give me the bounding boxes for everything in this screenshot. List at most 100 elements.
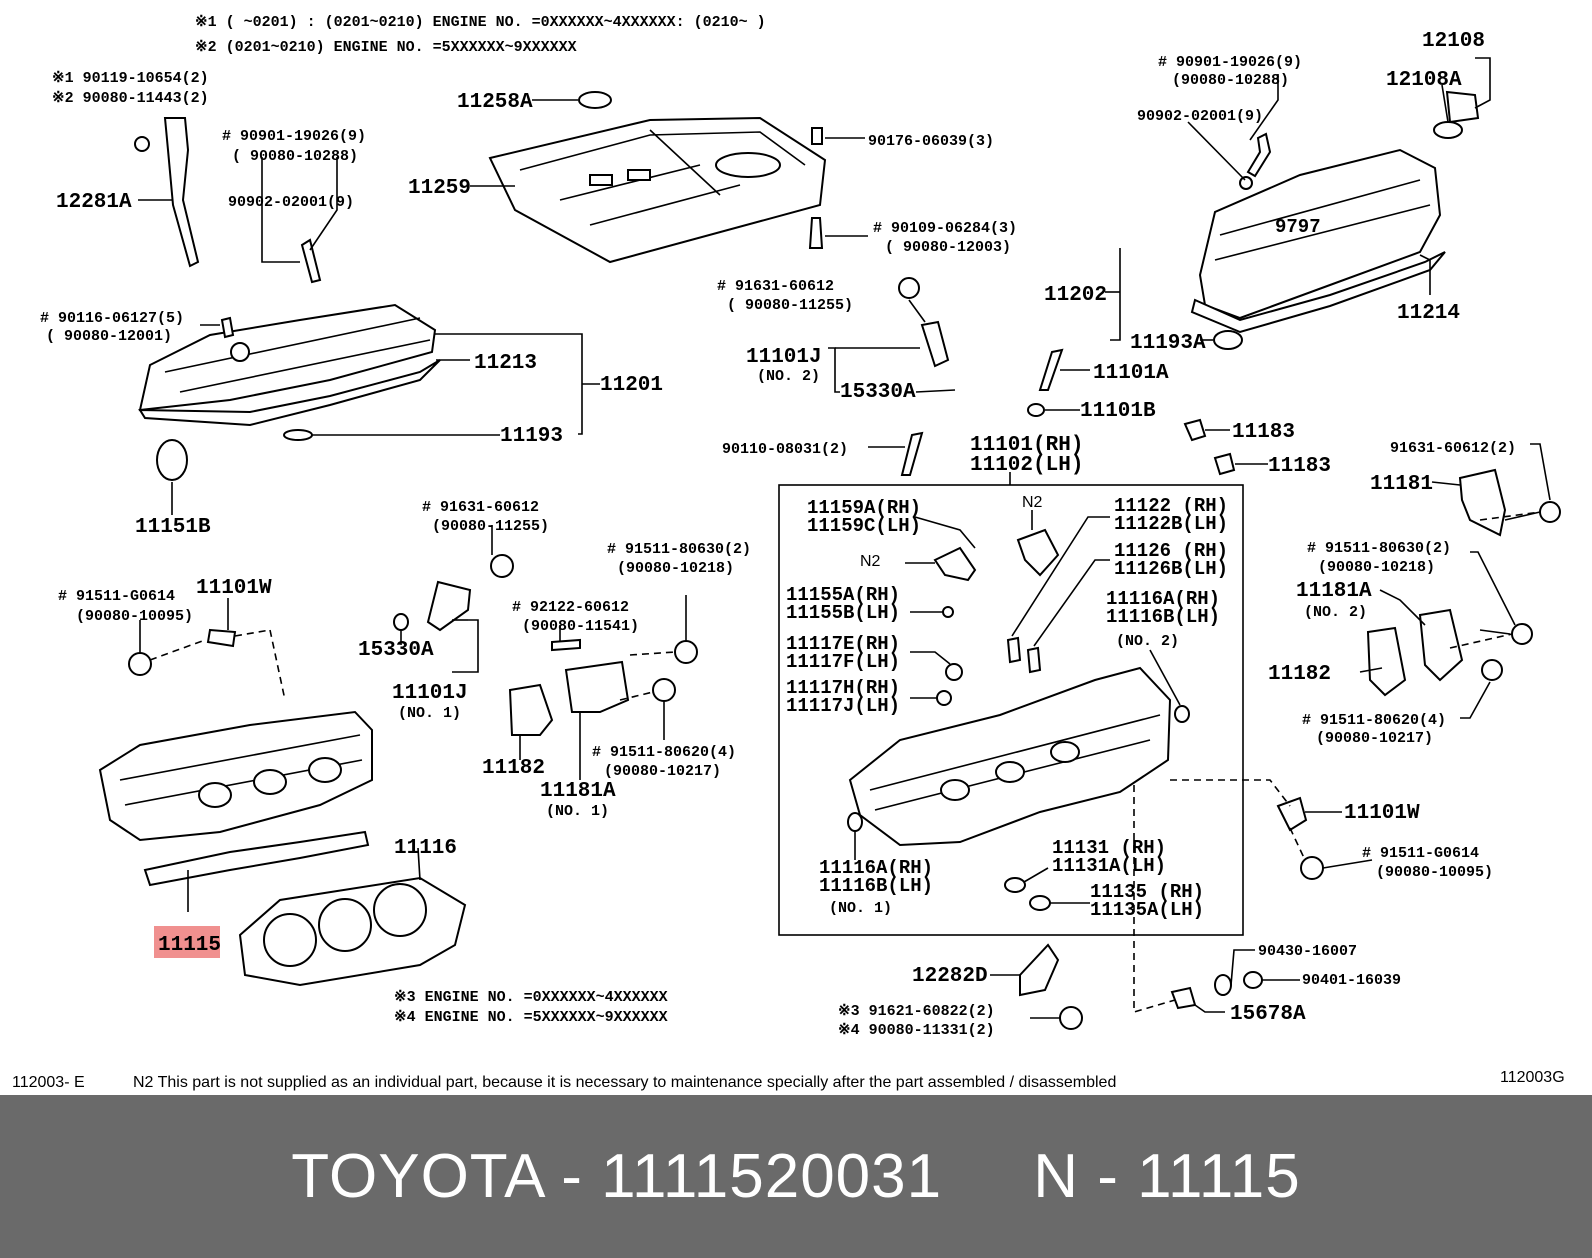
highlight-11115 — [154, 926, 220, 958]
plug-15678A — [1170, 986, 1197, 1010]
svg-text:11116B(LH): 11116B(LH) — [819, 875, 933, 897]
svg-text:(NO. 2): (NO. 2) — [757, 368, 820, 385]
rh-lh-head-assembly-box — [778, 484, 1244, 936]
svg-text:(NO. 2): (NO. 2) — [1304, 604, 1367, 621]
svg-text:(90080-10218): (90080-10218) — [617, 560, 734, 577]
svg-text:( 90080-12001): ( 90080-12001) — [46, 328, 172, 345]
svg-text:# 91511-80630(2): # 91511-80630(2) — [607, 541, 751, 558]
svg-text:91631-60612(2): 91631-60612(2) — [1390, 440, 1516, 457]
svg-text:11101A: 11101A — [1093, 362, 1169, 385]
svg-text:※2 90080-11443(2): ※2 90080-11443(2) — [52, 90, 209, 107]
svg-text:(NO. 2): (NO. 2) — [1116, 633, 1179, 650]
svg-text:11202: 11202 — [1044, 284, 1107, 307]
svg-text:( 90080-10288): ( 90080-10288) — [232, 148, 358, 165]
svg-text:(90080-11541): (90080-11541) — [522, 618, 639, 635]
gasket-11193A — [1213, 330, 1243, 350]
oil-cap-11258A — [578, 91, 612, 109]
svg-text:# 91631-60612: # 91631-60612 — [717, 278, 834, 295]
bracket-11181A-no2 — [1418, 608, 1464, 682]
svg-text:11193: 11193 — [500, 425, 563, 448]
svg-text:11259: 11259 — [408, 177, 471, 200]
svg-text:(90080-10095): (90080-10095) — [76, 608, 193, 625]
oring-15330A-mid — [393, 613, 409, 631]
svg-text:(NO. 1): (NO. 1) — [398, 705, 461, 722]
bolt-b-1 — [898, 277, 920, 299]
svg-text:15330A: 15330A — [840, 381, 916, 404]
head-cover-11202: 9797 — [1190, 148, 1446, 334]
svg-text:11183: 11183 — [1268, 455, 1331, 478]
svg-text:(90080-10217): (90080-10217) — [604, 763, 721, 780]
svg-text:11117H(RH): 11117H(RH) — [786, 677, 900, 699]
svg-text:# 90901-19026(9): # 90901-19026(9) — [1158, 54, 1302, 71]
cylinder-head-right — [848, 666, 1172, 847]
sensor-11101J-no2 — [920, 320, 950, 368]
header-note-1: ※1 ( ~0201) : (0201~0210) ENGINE NO. =0X… — [195, 14, 766, 31]
svg-text:11116A(RH): 11116A(RH) — [1106, 588, 1220, 610]
svg-text:N2: N2 — [1022, 494, 1043, 511]
gasket-11115 — [143, 830, 370, 887]
svg-text:※4 90080-11331(2): ※4 90080-11331(2) — [838, 1022, 995, 1039]
svg-text:11182: 11182 — [1268, 663, 1331, 686]
svg-text:※1 90119-10654(2): ※1 90119-10654(2) — [52, 70, 209, 87]
svg-text:# 91631-60612: # 91631-60612 — [422, 499, 539, 516]
bolt-90902-right — [1246, 132, 1272, 178]
part-number-banner: TOYOTA - 1111520031 N - 11115 — [0, 1095, 1592, 1258]
svg-text:11181A: 11181A — [540, 780, 616, 803]
svg-text:# 90116-06127(5): # 90116-06127(5) — [40, 310, 184, 327]
svg-text:11214: 11214 — [1397, 302, 1460, 325]
svg-text:※3 ENGINE NO. =0XXXXXX~4XXXXXX: ※3 ENGINE NO. =0XXXXXX~4XXXXXX — [394, 989, 668, 1006]
bolt-90902-left — [300, 238, 322, 284]
header-note-2: ※2 (0201~0210) ENGINE NO. =5XXXXXX~9XXXX… — [195, 39, 577, 56]
svg-text:# 91511-80630(2): # 91511-80630(2) — [1307, 540, 1451, 557]
svg-text:11131A(LH): 11131A(LH) — [1052, 855, 1166, 877]
svg-text:15330A: 15330A — [358, 639, 434, 662]
parts-diagram: ※1 ( ~0201) : (0201~0210) ENGINE NO. =0X… — [12, 14, 1565, 1091]
svg-text:11117E(RH): 11117E(RH) — [786, 633, 900, 655]
svg-text:11183: 11183 — [1232, 421, 1295, 444]
svg-text:11122B(LH): 11122B(LH) — [1114, 513, 1228, 535]
stud-92122 — [551, 638, 581, 652]
svg-text:90401-16039: 90401-16039 — [1302, 972, 1401, 989]
svg-text:90902-02001(9): 90902-02001(9) — [1137, 108, 1263, 125]
svg-text:# 90901-19026(9): # 90901-19026(9) — [222, 128, 366, 145]
nut-90901-right — [1239, 176, 1253, 190]
grommet-90176 — [811, 127, 823, 145]
svg-text:11159C(LH): 11159C(LH) — [807, 515, 921, 537]
svg-text:11101B: 11101B — [1080, 400, 1156, 423]
svg-text:( 90080-11255): ( 90080-11255) — [727, 297, 853, 314]
part-number-text: TOYOTA - 1111520031 N - 11115 — [291, 1142, 1301, 1211]
svg-text:11116B(LH): 11116B(LH) — [1106, 606, 1220, 628]
svg-text:11193A: 11193A — [1130, 332, 1206, 355]
svg-text:11258A: 11258A — [457, 91, 533, 114]
svg-text:90176-06039(3): 90176-06039(3) — [868, 133, 994, 150]
svg-text:※3 91621-60822(2): ※3 91621-60822(2) — [838, 1003, 995, 1020]
bracket-11181A-mid — [564, 660, 630, 713]
leader-lines — [138, 57, 1551, 1019]
bolt-11101A — [1038, 348, 1064, 391]
svg-text:11135A(LH): 11135A(LH) — [1090, 899, 1204, 921]
svg-text:# 91511-G0614: # 91511-G0614 — [58, 588, 175, 605]
svg-text:11126B(LH): 11126B(LH) — [1114, 558, 1228, 580]
n2-footnote: N2 This part is not supplied as an indiv… — [133, 1074, 1116, 1091]
engine-cover-11259 — [488, 116, 827, 264]
diagram-code-right: 112003G — [1500, 1069, 1565, 1086]
svg-text:# 90109-06284(3): # 90109-06284(3) — [873, 220, 1017, 237]
svg-text:11181A: 11181A — [1296, 580, 1372, 603]
svg-text:11101J: 11101J — [392, 682, 468, 705]
svg-text:(NO. 1): (NO. 1) — [546, 803, 609, 820]
svg-text:11101W: 11101W — [1344, 802, 1420, 825]
bolt-90110 — [900, 431, 924, 476]
svg-text:11213: 11213 — [474, 352, 537, 375]
plug-11183-b — [1213, 452, 1236, 476]
svg-text:11181: 11181 — [1370, 473, 1433, 496]
gasket-11193 — [283, 429, 313, 441]
svg-text:11151B: 11151B — [135, 516, 211, 539]
svg-text:11159A(RH): 11159A(RH) — [807, 497, 921, 519]
sensor-11101W-right — [1276, 796, 1308, 832]
svg-text:# 92122-60612: # 92122-60612 — [512, 599, 629, 616]
bracket-12281A — [163, 117, 200, 268]
svg-text:11116: 11116 — [394, 837, 457, 860]
svg-text:N2: N2 — [860, 553, 881, 570]
svg-text:90902-02001(9): 90902-02001(9) — [228, 194, 354, 211]
svg-text:12281A: 12281A — [56, 191, 132, 214]
